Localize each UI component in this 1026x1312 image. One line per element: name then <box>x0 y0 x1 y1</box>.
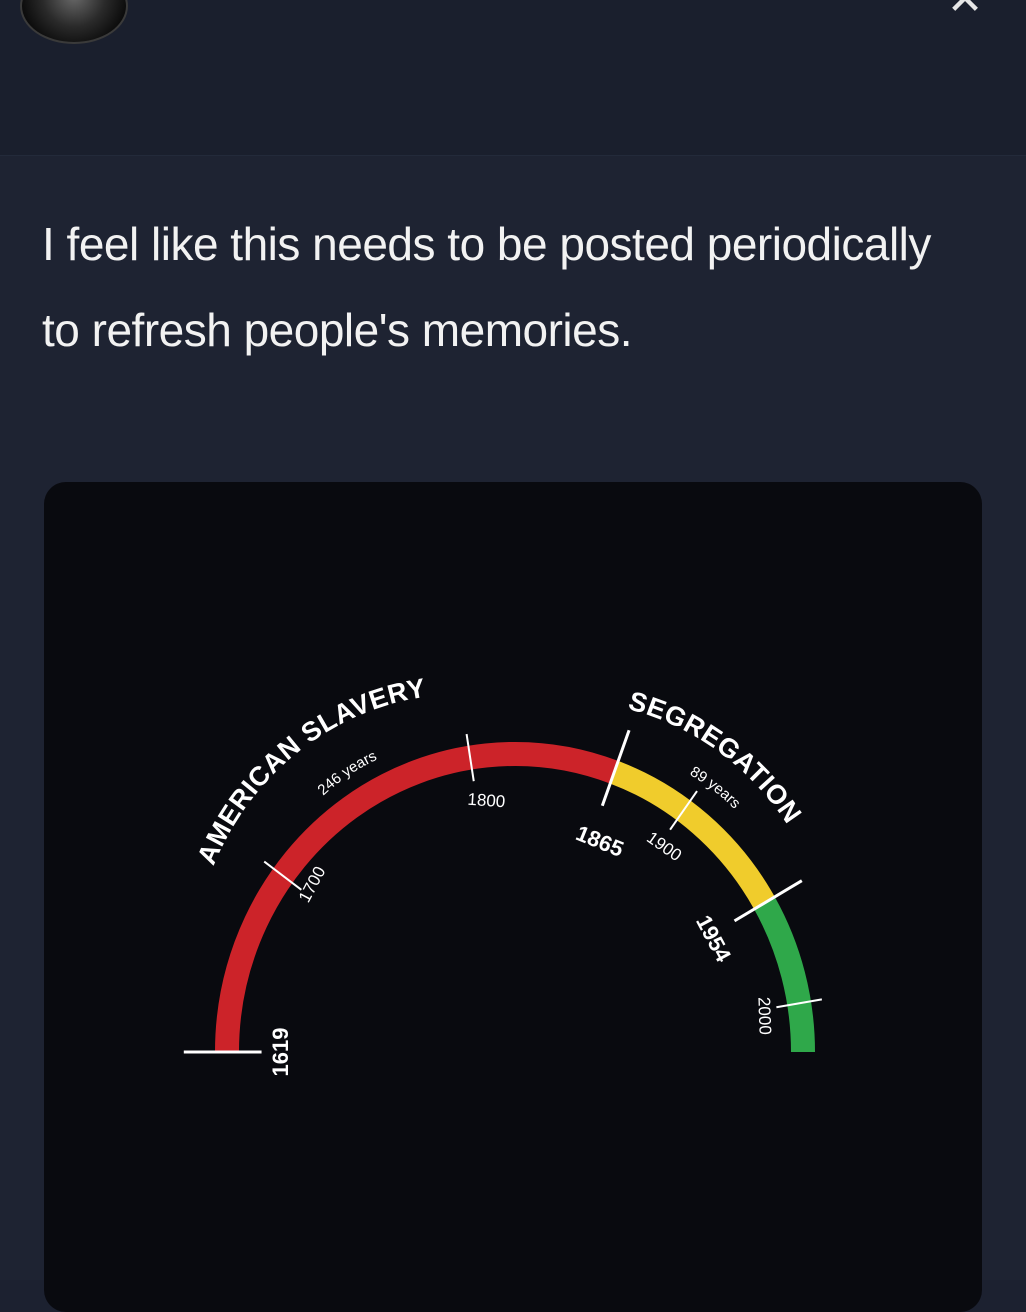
arc-segment-american-slavery <box>215 742 619 1053</box>
tick-mark-1954 <box>733 879 803 923</box>
tick-mark-1700 <box>263 860 302 891</box>
post-text: I feel like this needs to be posted peri… <box>42 218 931 356</box>
tick-label-1865: 1865 <box>572 820 627 862</box>
chart-card <box>44 482 982 1312</box>
segregation-label: SEGREGATION <box>625 686 807 829</box>
tick-mark-2000 <box>776 998 823 1009</box>
arc-segment-present <box>753 897 815 1053</box>
tick-mark-1800 <box>465 733 475 782</box>
tick-label-1619: 1619 <box>268 1028 293 1077</box>
tick-label-1800: 1800 <box>467 790 506 812</box>
segregation-label-text: SEGREGATION <box>625 686 807 829</box>
tick-mark-1865 <box>600 729 631 807</box>
tick-label-2000: 2000 <box>754 997 774 1035</box>
tick-mark-1900 <box>669 790 698 831</box>
header-bar: ✕ <box>0 0 1026 156</box>
tick-label-1900: 1900 <box>643 828 685 865</box>
timeline-chart: AMERICAN SLAVERY 246 years SEGREGATION 8… <box>183 673 823 1077</box>
close-icon[interactable]: ✕ <box>940 0 990 22</box>
arc-segment-segregation <box>609 761 775 909</box>
tick-label-1954: 1954 <box>691 911 736 967</box>
